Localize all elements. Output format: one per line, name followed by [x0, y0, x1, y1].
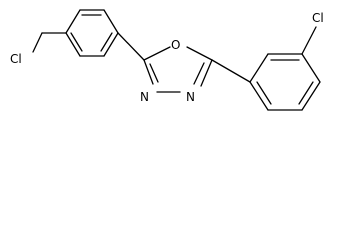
oxygen-label: O [171, 38, 180, 52]
double-bond-inner [149, 63, 159, 83]
bond [249, 81, 269, 111]
bond-c-cl-left [32, 32, 43, 53]
nitrogen-left-label: N [140, 90, 149, 104]
double-bond-inner [298, 81, 314, 105]
double-bond-inner [193, 62, 205, 85]
bond-ring-to-oxadiazole-left [117, 32, 145, 61]
bond [143, 46, 171, 61]
bond-c-cl-right [301, 26, 317, 55]
bond [301, 81, 321, 111]
nitrogen-right-label: N [186, 90, 195, 104]
bond [65, 32, 81, 57]
right-benzene-ring [249, 53, 321, 111]
double-bond-inner [256, 81, 272, 105]
bond [249, 53, 269, 83]
bond [301, 53, 321, 83]
molecule-canvas: Cl O N N [10, 9, 324, 111]
left-benzene-ring [65, 9, 119, 57]
oxadiazole-ring [143, 46, 213, 93]
bond [186, 46, 213, 61]
bond [200, 59, 213, 87]
double-bond-inner [100, 32, 113, 52]
bond [65, 9, 81, 34]
bond [103, 32, 119, 57]
bond [103, 9, 119, 34]
chlorine-left-label: Cl [10, 52, 22, 66]
molecule-structure: Cl O N N [10, 9, 324, 111]
bond-oxadiazole-to-ring-right [211, 59, 251, 83]
double-bond-inner [70, 32, 83, 52]
chlorine-right-label: Cl [312, 11, 324, 25]
bond [143, 59, 154, 85]
